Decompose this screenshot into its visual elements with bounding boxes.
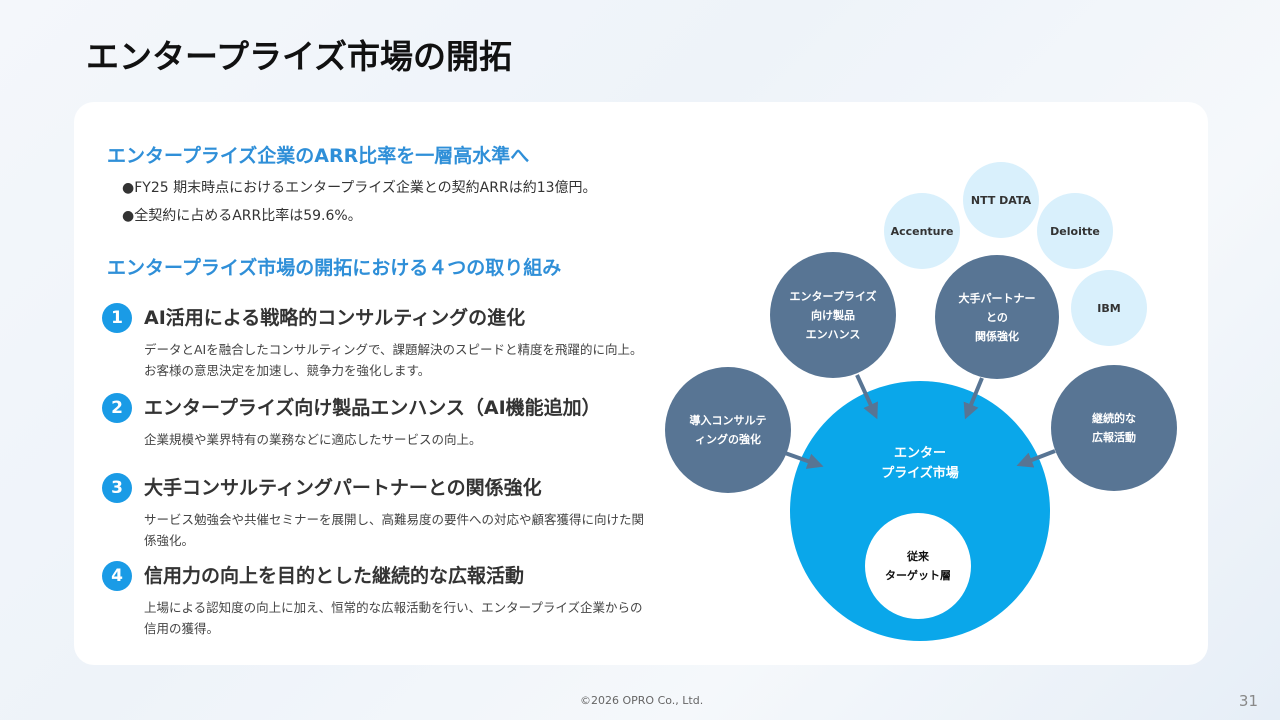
initiative-desc: データとAIを融合したコンサルティングで、課題解決のスピードと精度を飛躍的に向上… bbox=[144, 342, 643, 378]
number-badge: 2 bbox=[102, 393, 132, 423]
arrow bbox=[855, 374, 878, 420]
arrow bbox=[963, 377, 984, 420]
initiative-circle-product: エンタープライズ 向け製品 エンハンス bbox=[770, 252, 896, 378]
partner-ibm: IBM bbox=[1071, 270, 1147, 346]
arrow bbox=[1016, 449, 1056, 468]
bullet: ●FY25 期末時点におけるエンタープライズ企業との契約ARRは約13億円。 bbox=[122, 180, 597, 196]
initiative-circle-pr: 継続的な 広報活動 bbox=[1051, 365, 1177, 491]
core-target-circle: 従来 ターゲット層 bbox=[865, 513, 971, 619]
market-label: エンター プライズ市場 bbox=[881, 446, 959, 481]
partner-deloitte: Deloitte bbox=[1037, 193, 1113, 269]
section-heading-initiatives: エンタープライズ市場の開拓における４つの取り組み bbox=[107, 257, 562, 279]
number-badge: 1 bbox=[102, 303, 132, 333]
initiative-title: AI活用による戦略的コンサルティングの進化 bbox=[144, 307, 526, 329]
initiative-title: 信用力の向上を目的とした継続的な広報活動 bbox=[144, 565, 525, 587]
arrow bbox=[784, 451, 824, 469]
page-number: 31 bbox=[1238, 692, 1258, 710]
initiative-desc: 企業規模や業界特有の業務などに適応したサービスの向上。 bbox=[144, 432, 482, 447]
page-title: エンタープライズ市場の開拓 bbox=[86, 37, 513, 76]
number-badge: 4 bbox=[102, 561, 132, 591]
section-heading-arr: エンタープライズ企業のARR比率を一層高水準へ bbox=[107, 145, 530, 167]
initiative-title: エンタープライズ向け製品エンハンス（AI機能追加） bbox=[144, 397, 601, 419]
initiative-circle-consulting: 導入コンサルテ ィングの強化 bbox=[665, 367, 791, 493]
copyright: ©2026 OPRO Co., Ltd. bbox=[580, 694, 704, 707]
initiative-desc: サービス勉強会や共催セミナーを展開し、高難易度の要件への対応や顧客獲得に向けた関… bbox=[144, 512, 645, 548]
initiative-title: 大手コンサルティングパートナーとの関係強化 bbox=[144, 477, 542, 499]
partner-accenture: Accenture bbox=[884, 193, 960, 269]
initiative-circle-partner: 大手パートナー との 関係強化 bbox=[935, 255, 1059, 379]
partner-ntt-data: NTT DATA bbox=[963, 162, 1039, 238]
number-badge: 3 bbox=[102, 473, 132, 503]
initiative-desc: 上場による認知度の向上に加え、恒常的な広報活動を行い、エンタープライズ企業からの… bbox=[144, 600, 643, 636]
bullet: ●全契約に占めるARR比率は59.6%。 bbox=[122, 208, 362, 224]
